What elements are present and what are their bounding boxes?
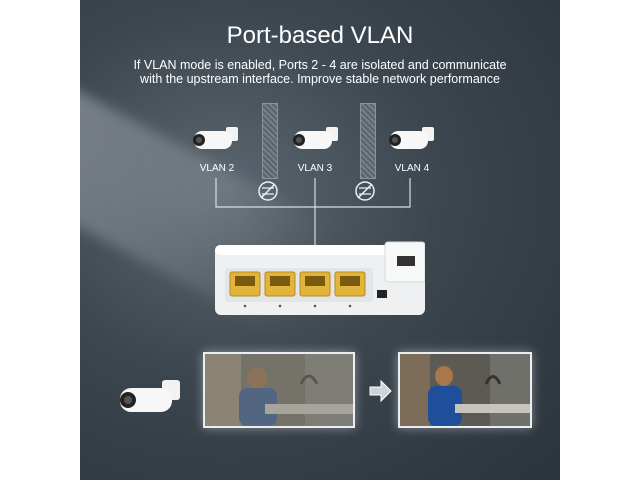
vlan-label-4: VLAN 4: [394, 163, 430, 174]
camera-vlan4-icon: [386, 125, 438, 159]
isolation-wall: [262, 103, 278, 179]
subtitle-line-1: If VLAN mode is enabled, Ports 2 - 4 are…: [133, 58, 507, 72]
camera-vlan3-icon: [290, 125, 342, 159]
vlan-label-2: VLAN 2: [199, 163, 235, 174]
vlan-label-3: VLAN 3: [297, 163, 333, 174]
network-switch: [215, 241, 425, 315]
camera-vlan2-icon: [190, 125, 242, 159]
arrow-right-icon: [369, 379, 392, 403]
isolation-wall: [360, 103, 376, 179]
no-entry-icon: [355, 181, 375, 201]
page-subtitle: If VLAN mode is enabled, Ports 2 - 4 are…: [120, 58, 520, 86]
video-preview-before: [203, 352, 355, 428]
subtitle-line-2: with the upstream interface. Improve sta…: [140, 72, 500, 86]
camera-icon: [116, 378, 186, 422]
no-entry-icon: [258, 181, 278, 201]
vlan-illustration: Port-based VLAN If VLAN mode is enabled,…: [80, 0, 560, 480]
page-title: Port-based VLAN: [226, 22, 414, 49]
video-preview-after: [398, 352, 532, 428]
